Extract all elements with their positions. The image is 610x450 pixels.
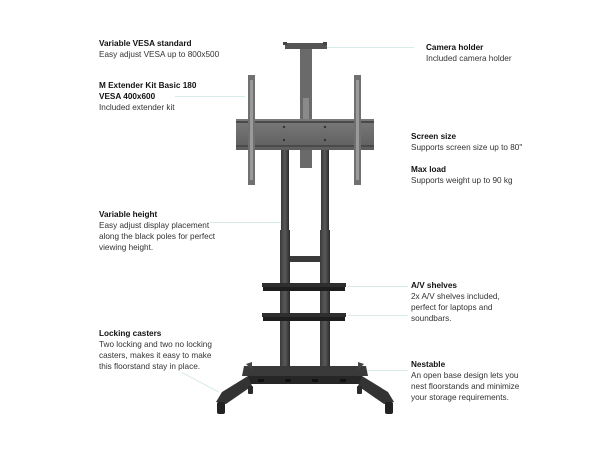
- leader-av-shelf-2: [348, 315, 408, 316]
- pole-right-icon: [320, 150, 330, 370]
- leader-extender-kit: [175, 96, 245, 97]
- feature-desc: An open base design lets you: [411, 371, 519, 380]
- feature-desc: Easy adjust VESA up to 800x500: [99, 50, 220, 59]
- feature-desc: along the black poles for perfect: [99, 232, 216, 241]
- feature-title: Variable VESA standard: [99, 39, 192, 48]
- base-icon: [216, 362, 394, 404]
- vesa-arm-right-icon: [354, 75, 361, 185]
- feature-title: Screen size: [411, 132, 457, 141]
- feature-desc: your storage requirements.: [411, 393, 509, 402]
- leader-variable-height: [210, 222, 282, 223]
- feature-title: Max load: [411, 165, 447, 174]
- feature-title: M Extender Kit Basic 180: [99, 81, 197, 90]
- vesa-arm-left-icon: [248, 75, 255, 185]
- feature-title: Locking casters: [99, 329, 162, 338]
- feature-desc: 2x A/V shelves included,: [411, 292, 500, 301]
- feature-extender-kit: M Extender Kit Basic 180 VESA 400x600 In…: [99, 80, 196, 113]
- pole-left-icon: [280, 150, 290, 370]
- feature-desc: Supports weight up to 90 kg: [411, 176, 513, 185]
- feature-desc: soundbars.: [411, 314, 452, 323]
- feature-locking-casters: Locking casters Two locking and two no l…: [99, 328, 212, 372]
- leader-nestable: [362, 370, 408, 371]
- feature-max-load: Max load Supports weight up to 90 kg: [411, 164, 513, 186]
- feature-nestable: Nestable An open base design lets you ne…: [411, 359, 519, 403]
- feature-variable-height: Variable height Easy adjust display plac…: [99, 209, 215, 253]
- feature-desc: nest floorstands and minimize: [411, 382, 520, 391]
- feature-title: Camera holder: [426, 43, 484, 52]
- feature-desc: Two locking and two no locking: [99, 340, 212, 349]
- feature-desc: perfect for laptops and: [411, 303, 493, 312]
- camera-holder-icon: [283, 42, 327, 120]
- caster-icon: [217, 386, 393, 414]
- feature-desc: Easy adjust display placement: [99, 221, 210, 230]
- feature-desc: Included camera holder: [426, 54, 512, 63]
- feature-camera-holder: Camera holder Included camera holder: [426, 42, 512, 64]
- feature-desc: Supports screen size up to 80": [411, 143, 523, 152]
- feature-title: Nestable: [411, 360, 446, 369]
- leader-av-shelf-1: [348, 286, 408, 287]
- feature-title: Variable height: [99, 210, 158, 219]
- leader-camera-holder: [316, 47, 414, 48]
- av-shelf-lower-icon: [262, 313, 346, 321]
- feature-desc: this floorstand stay in place.: [99, 362, 201, 371]
- vesa-mount-plate-icon: [236, 119, 374, 150]
- feature-variable-vesa: Variable VESA standard Easy adjust VESA …: [99, 38, 219, 60]
- feature-desc: casters, makes it easy to make: [99, 351, 212, 360]
- feature-title-line2: VESA 400x600: [99, 92, 156, 101]
- feature-desc: Included extender kit: [99, 103, 175, 112]
- feature-desc: viewing height.: [99, 243, 154, 252]
- av-shelf-upper-icon: [262, 283, 346, 291]
- feature-title: A/V shelves: [411, 281, 457, 290]
- feature-av-shelves: A/V shelves 2x A/V shelves included, per…: [411, 280, 500, 324]
- feature-screen-size: Screen size Supports screen size up to 8…: [411, 131, 522, 153]
